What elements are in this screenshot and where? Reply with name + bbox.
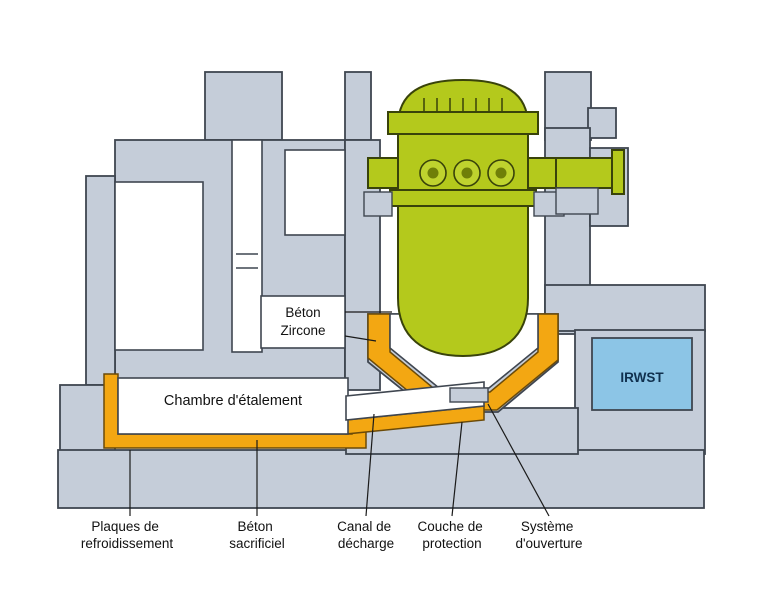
vessel-body <box>397 78 529 358</box>
spreading-area: Chambre d'étalement <box>103 373 489 449</box>
leader-opening-system <box>487 403 550 517</box>
leader-protection-layer <box>451 421 463 517</box>
label-opening-system: Système d'ouverture <box>515 519 582 551</box>
irwst-box <box>591 337 693 411</box>
head-bolts <box>423 98 503 112</box>
reactor-vessel <box>363 78 625 358</box>
concrete-slab-right <box>544 284 706 332</box>
opening-gate <box>449 387 489 403</box>
bottom-labels: Plaques de refroidissement Béton sacrifi… <box>81 519 583 551</box>
beton-zircone-label-line2: Zircone <box>280 323 325 338</box>
beton-zircone-leader-lower <box>344 335 377 342</box>
label-protection-layer: Couche de protection <box>417 519 486 551</box>
spreading-chamber-label: Chambre d'étalement <box>164 393 302 409</box>
beton-zircone-box <box>260 295 346 349</box>
concrete-step-right <box>587 107 617 139</box>
label-cooling-plates: Plaques de refroidissement <box>81 519 174 551</box>
vertical-shaft <box>231 139 263 353</box>
concrete-column-center <box>344 71 372 141</box>
irwst-tank: IRWST <box>591 337 693 411</box>
room-upper <box>284 149 346 236</box>
irwst-label: IRWST <box>620 370 664 385</box>
room-left <box>114 181 204 351</box>
pipe-flange <box>611 149 625 195</box>
interior-rooms <box>114 139 346 353</box>
label-sacrificial-concrete: Béton sacrificiel <box>229 519 285 551</box>
pipe-support <box>555 187 599 215</box>
bottom-leaders <box>129 403 550 517</box>
leader-discharge-channel <box>365 413 375 517</box>
nozzle-faces <box>419 159 515 187</box>
label-discharge-channel: Canal de décharge <box>337 519 395 551</box>
vessel-head-flange <box>387 111 539 135</box>
vessel-support-left <box>363 191 393 217</box>
concrete-left-wall <box>85 175 116 386</box>
nozzle-right <box>525 157 559 189</box>
concrete-base-slab <box>57 449 705 509</box>
coolant-pipe <box>555 157 619 189</box>
concrete-tower-left <box>204 71 283 141</box>
vessel-main-flange <box>389 189 537 207</box>
beton-zircone-callout: Béton Zircone <box>260 295 392 349</box>
spreading-chamber <box>117 377 349 435</box>
beton-zircone-label-line1: Béton <box>285 305 320 320</box>
nozzle-left <box>367 157 401 189</box>
